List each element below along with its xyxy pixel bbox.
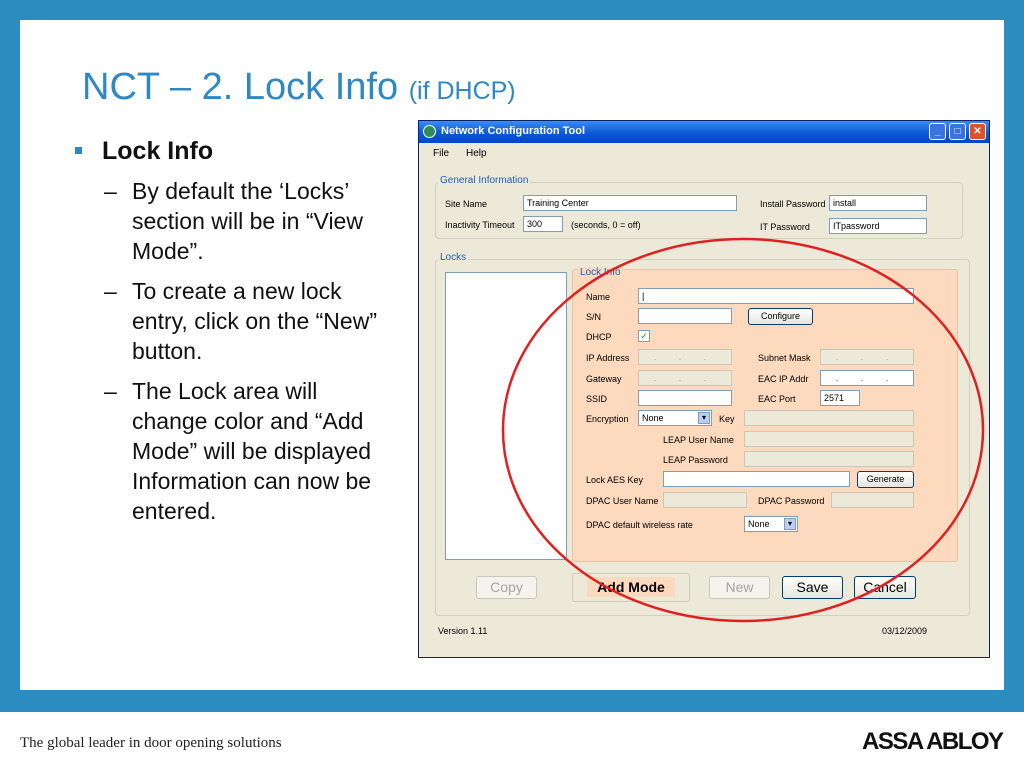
slide-frame-bottom (0, 690, 1024, 712)
menu-help[interactable]: Help (466, 148, 487, 159)
menu-bar: File Help (419, 144, 989, 162)
close-button[interactable]: ✕ (969, 123, 986, 140)
dash-icon: – (104, 378, 117, 404)
encryption-select[interactable]: None ▾ (638, 410, 712, 426)
window-titlebar[interactable]: Network Configuration Tool _ □ ✕ (419, 121, 989, 143)
name-input[interactable]: | (638, 288, 914, 304)
leap-password-label: LEAP Password (663, 455, 728, 465)
date-label: 03/12/2009 (882, 626, 928, 636)
subnet-mask-dots: . . . (835, 352, 899, 362)
ssid-input[interactable] (638, 390, 732, 406)
footer-tagline: The global leader in door opening soluti… (20, 735, 282, 751)
dpac-password-input (831, 492, 914, 508)
bullet-square-icon (75, 147, 82, 154)
app-window: Network Configuration Tool _ □ ✕ File He… (418, 120, 990, 658)
eac-ip-dots: . . . (835, 373, 899, 383)
bullet-main: Lock Info (70, 136, 390, 166)
chevron-down-icon[interactable]: ▾ (698, 412, 710, 424)
ssid-label: SSID (586, 394, 608, 404)
subnet-mask-input: . . . (820, 349, 914, 365)
dpac-password-label: DPAC Password (758, 496, 825, 506)
slide-frame-left (0, 0, 20, 712)
subnet-mask-label: Subnet Mask (758, 353, 811, 363)
leap-user-label: LEAP User Name (663, 435, 734, 445)
save-button[interactable]: Save (782, 576, 843, 599)
dpac-user-label: DPAC User Name (586, 496, 659, 506)
minimize-button[interactable]: _ (929, 123, 946, 140)
sub-bullet-text: By default the ‘Locks’ section will be i… (132, 178, 363, 264)
dash-icon: – (104, 278, 117, 304)
eac-ip-label: EAC IP Addr (758, 374, 809, 384)
slide-frame-top (0, 0, 1024, 20)
sn-label: S/N (586, 312, 602, 322)
maximize-button[interactable]: □ (949, 123, 966, 140)
inactivity-timeout-input[interactable]: 300 (523, 216, 563, 232)
sub-bullet: – The Lock area will change color and “A… (70, 376, 390, 526)
configure-button[interactable]: Configure (748, 308, 813, 325)
gateway-input: . . . (638, 370, 732, 386)
slide-frame-right (1004, 0, 1024, 712)
version-label: Version 1.11 (438, 626, 488, 636)
gateway-dots: . . . (653, 373, 717, 383)
sub-bullet: – To create a new lock entry, click on t… (70, 276, 390, 366)
install-password-input[interactable]: install (829, 195, 927, 211)
install-password-label: Install Password (760, 199, 826, 209)
ip-address-label: IP Address (586, 353, 630, 363)
inactivity-hint: (seconds, 0 = off) (571, 220, 641, 230)
eac-port-input[interactable]: 2571 (820, 390, 860, 406)
general-info-title: General Information (438, 175, 531, 186)
leap-user-input (744, 431, 914, 447)
eac-ip-input[interactable]: . . . (820, 370, 914, 386)
copy-button: Copy (476, 576, 537, 599)
sub-bullet-text: To create a new lock entry, click on the… (132, 278, 377, 364)
name-label: Name (586, 292, 611, 302)
assa-abloy-logo: ASSA ABLOY (862, 728, 1004, 755)
key-label: Key (719, 414, 735, 424)
add-mode-label: Add Mode (587, 577, 675, 597)
dpac-rate-value: None (748, 519, 770, 529)
it-password-input[interactable]: ITpassword (829, 218, 927, 234)
locks-list[interactable] (445, 272, 567, 560)
eac-port-label: EAC Port (758, 394, 796, 404)
dpac-rate-label: DPAC default wireless rate (586, 520, 693, 530)
locks-title: Locks (438, 252, 469, 263)
sub-bullet: – By default the ‘Locks’ section will be… (70, 176, 390, 266)
menu-file[interactable]: File (433, 148, 450, 159)
sub-bullet-text: The Lock area will change color and “Add… (132, 378, 372, 524)
sn-input[interactable] (638, 308, 732, 324)
site-name-input[interactable]: Training Center (523, 195, 737, 211)
dash-icon: – (104, 178, 117, 204)
encryption-value: None (642, 413, 664, 423)
chevron-down-icon[interactable]: ▾ (784, 518, 796, 530)
dhcp-checkbox[interactable]: ✓ (638, 330, 650, 342)
dpac-user-input (663, 492, 747, 508)
aes-key-input[interactable] (663, 471, 850, 487)
ip-address-input: . . . (638, 349, 732, 365)
key-input (744, 410, 914, 426)
new-button: New (709, 576, 770, 599)
it-password-label: IT Password (760, 222, 810, 232)
leap-password-input (744, 451, 914, 467)
dpac-rate-select[interactable]: None ▾ (744, 516, 798, 532)
aes-key-label: Lock AES Key (586, 475, 644, 485)
slide-title-suffix: (if DHCP) (408, 77, 516, 105)
mode-indicator: Add Mode (572, 573, 690, 602)
dhcp-label: DHCP (586, 332, 612, 342)
window-title: Network Configuration Tool (441, 125, 586, 137)
gateway-label: Gateway (586, 374, 622, 384)
slide-title: NCT – 2. Lock Info (if DHCP) (82, 66, 516, 109)
app-globe-icon (423, 125, 436, 138)
bullet-list: Lock Info – By default the ‘Locks’ secti… (70, 136, 390, 526)
lock-info-title: Lock Info (578, 267, 623, 278)
slide-title-main: NCT – 2. Lock Info (82, 66, 399, 108)
encryption-label: Encryption (586, 414, 629, 424)
site-name-label: Site Name (445, 199, 488, 209)
bullet-main-text: Lock Info (102, 137, 214, 165)
inactivity-timeout-label: Inactivity Timeout (445, 220, 515, 230)
generate-button[interactable]: Generate (857, 471, 914, 488)
ip-address-dots: . . . (653, 352, 717, 362)
cancel-button[interactable]: Cancel (854, 576, 916, 599)
